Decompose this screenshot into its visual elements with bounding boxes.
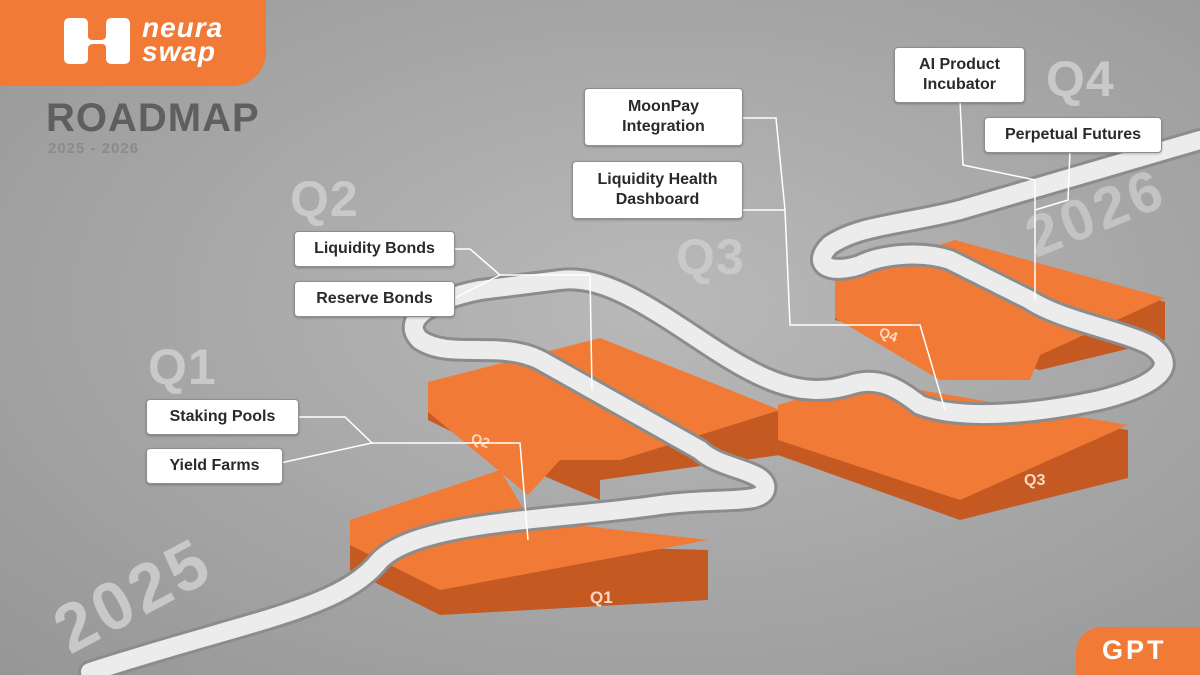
milestone-staking-pools: Staking Pools	[146, 399, 299, 435]
platform-label-q4: Q4	[877, 324, 900, 345]
year-range: 2025 - 2026	[48, 140, 140, 157]
milestone-liquidity-health-dashboard: Liquidity Health Dashboard	[572, 161, 743, 219]
brand-wordmark-line2: swap	[142, 36, 217, 67]
milestone-reserve-bonds: Reserve Bonds	[294, 281, 455, 317]
quarter-heading-q1: Q1	[148, 339, 217, 395]
platform-label-q2: Q2	[469, 430, 492, 451]
platform-label-q3: Q3	[1024, 472, 1045, 489]
connector-lines	[279, 99, 1071, 541]
gpt-badge: GPT	[1076, 627, 1200, 675]
milestone-ai-product-incubator: AI Product Incubator	[894, 47, 1025, 103]
milestone-moonpay-integration: MoonPay Integration	[584, 88, 743, 146]
platform-label-q1: Q1	[590, 588, 613, 607]
brand-wordmark-line1: neura	[142, 12, 224, 43]
brand-logo-box: neura swap	[0, 0, 266, 86]
quarter-heading-q2: Q2	[290, 171, 359, 227]
quarter-heading-q3: Q3	[676, 229, 745, 285]
milestone-liquidity-bonds: Liquidity Bonds	[294, 231, 455, 267]
milestone-perpetual-futures: Perpetual Futures	[984, 117, 1162, 153]
quarter-heading-q4: Q4	[1046, 51, 1115, 107]
neura-swap-logo-icon	[64, 18, 130, 64]
page-title: ROADMAP	[46, 96, 260, 140]
gpt-badge-text: GPT	[1102, 635, 1167, 665]
brand-wordmark: neura swap	[142, 12, 224, 67]
milestone-yield-farms: Yield Farms	[146, 448, 283, 484]
